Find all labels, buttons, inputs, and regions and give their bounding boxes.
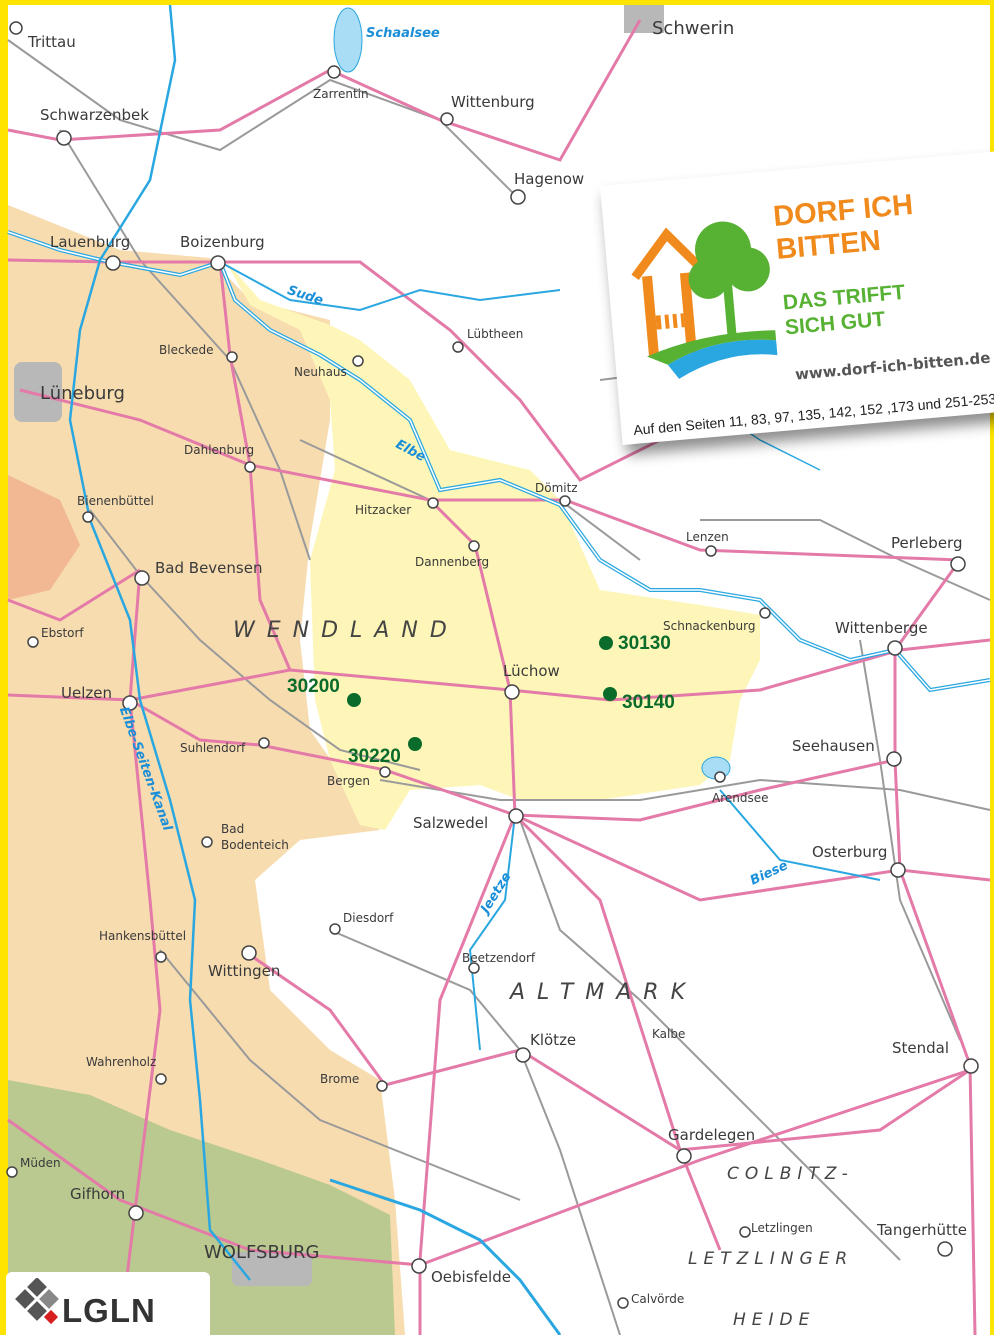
label-wittingen: Wittingen <box>208 962 281 980</box>
label-schwerin: Schwerin <box>652 18 735 39</box>
label-altmark: ALTMARK <box>510 980 697 1005</box>
label-colbitz: COLBITZ- <box>727 1164 854 1184</box>
label-letzlinger: LETZLINGER <box>688 1249 854 1269</box>
label-bad-bevensen: Bad Bevensen <box>155 559 263 577</box>
label-luechow: Lüchow <box>503 662 560 680</box>
label-tangerhuette: Tangerhütte <box>877 1221 968 1239</box>
promo-title: DORF ICH BITTEN <box>772 189 917 268</box>
code-marker-30200 <box>347 693 361 707</box>
lgln-logo: LGLN <box>6 1272 210 1335</box>
code-marker-30130 <box>599 636 613 650</box>
promo-subtitle: DAS TRIFFT SICH GUT <box>782 280 908 341</box>
label-kalbe: Kalbe <box>652 1027 686 1041</box>
label-neuhaus: Neuhaus <box>294 365 347 379</box>
label-seehausen: Seehausen <box>792 737 875 755</box>
label-wittenburg: Wittenburg <box>451 93 535 111</box>
code-markers <box>347 636 617 751</box>
label-stendal: Stendal <box>892 1039 950 1057</box>
code-label-30140: 30140 <box>622 692 675 713</box>
district-area <box>8 205 405 1335</box>
label-hagenow: Hagenow <box>514 170 585 188</box>
wendland-area <box>225 260 760 830</box>
code-marker-30220 <box>408 737 422 751</box>
lgln-mark-icon <box>15 1278 59 1325</box>
label-bienenbuettel: Bienenbüttel <box>77 494 154 508</box>
label-heide: HEIDE <box>733 1310 816 1330</box>
promo-card[interactable]: DORF ICH BITTEN DAS TRIFFT SICH GUT www.… <box>600 147 994 446</box>
label-gifhorn: Gifhorn <box>70 1185 126 1203</box>
gazebo-tree-logo-icon <box>631 221 778 379</box>
label-bergen: Bergen <box>327 774 370 788</box>
code-marker-30140 <box>603 687 617 701</box>
label-wittenberge: Wittenberge <box>835 619 928 637</box>
code-label-30220: 30220 <box>348 746 401 767</box>
label-bleckede: Bleckede <box>159 343 214 357</box>
label-oebisfelde: Oebisfelde <box>431 1268 511 1286</box>
label-bad-bodenteich-2: Bodenteich <box>221 838 289 852</box>
schwerin-urban <box>624 5 664 33</box>
label-lenzen: Lenzen <box>686 530 729 544</box>
label-letzlingen: Letzlingen <box>751 1221 813 1235</box>
schaalsee-lake <box>333 7 363 73</box>
code-label-30130: 30130 <box>618 633 671 654</box>
label-arendsee: Arendsee <box>712 791 769 805</box>
label-hitzacker: Hitzacker <box>355 503 412 517</box>
label-diesdorf: Diesdorf <box>343 911 394 925</box>
label-perleberg: Perleberg <box>891 534 963 552</box>
label-ebstorf: Ebstorf <box>41 626 84 640</box>
label-salzwedel: Salzwedel <box>413 814 489 832</box>
place-markers <box>6 21 979 1309</box>
label-gardelegen: Gardelegen <box>668 1126 756 1144</box>
label-mueden: Müden <box>20 1156 61 1170</box>
label-suhlendorf: Suhlendorf <box>180 741 246 755</box>
label-boizenburg: Boizenburg <box>180 233 265 251</box>
label-beetzendorf: Beetzendorf <box>462 951 536 965</box>
label-calvoerde: Calvörde <box>631 1292 685 1306</box>
label-schaalsee: Schaalsee <box>366 26 440 41</box>
wolfsburg-urban <box>232 1252 312 1286</box>
label-lauenburg: Lauenburg <box>50 233 131 251</box>
lgln-text: LGLN <box>62 1292 156 1329</box>
label-trittau: Trittau <box>28 33 76 51</box>
code-label-30200: 30200 <box>287 676 340 697</box>
label-schwarzenbek: Schwarzenbek <box>40 106 149 124</box>
label-bad-bodenteich-1: Bad <box>221 822 245 836</box>
label-brome: Brome <box>320 1072 360 1086</box>
label-lueneburg: Lüneburg <box>40 383 125 404</box>
label-dannenberg: Dannenberg <box>415 555 490 569</box>
label-uelzen: Uelzen <box>61 684 112 702</box>
promo-url-link[interactable]: www.dorf-ich-bitten.de <box>794 348 992 384</box>
label-dahlenburg: Dahlenburg <box>184 443 255 457</box>
label-osterburg: Osterburg <box>812 843 888 861</box>
label-luebtheen: Lübtheen <box>467 327 524 341</box>
label-kloetze: Klötze <box>530 1031 577 1049</box>
label-wendland: WENDLAND <box>233 618 459 643</box>
label-schnackenburg: Schnackenburg <box>663 619 756 633</box>
rivers <box>7 4 991 1335</box>
label-wahrenholz: Wahrenholz <box>86 1055 157 1069</box>
label-hankensbuettel: Hankensbüttel <box>99 929 187 943</box>
label-wolfsburg: WOLFSBURG <box>204 1242 320 1263</box>
district-patch <box>8 475 80 600</box>
label-doemitz: Dömitz <box>535 481 578 495</box>
label-zarrentin: Zarrentin <box>313 87 369 101</box>
lueneburg-urban <box>14 362 62 422</box>
